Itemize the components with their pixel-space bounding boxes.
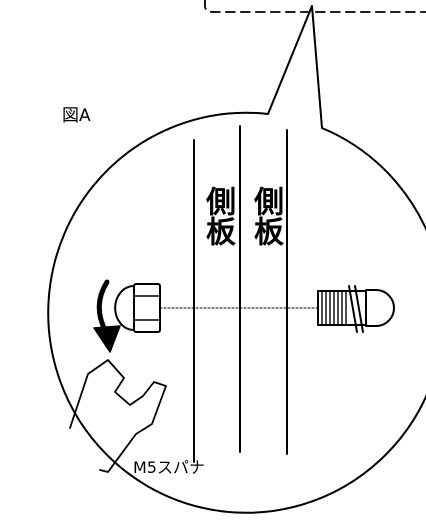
side-panel-label: 側板 [200,186,235,246]
wrench-icon [69,359,167,473]
callout-bubble [47,5,426,514]
tool-label: M5スパナ [133,458,205,477]
side-panel-label: 側板 [248,186,283,246]
figure-label: 図A [62,106,91,126]
dashed-box-edge [204,0,426,13]
rotation-arrow-icon [93,279,121,353]
bolt-icon [317,285,395,333]
cap-nut-icon [114,283,161,333]
